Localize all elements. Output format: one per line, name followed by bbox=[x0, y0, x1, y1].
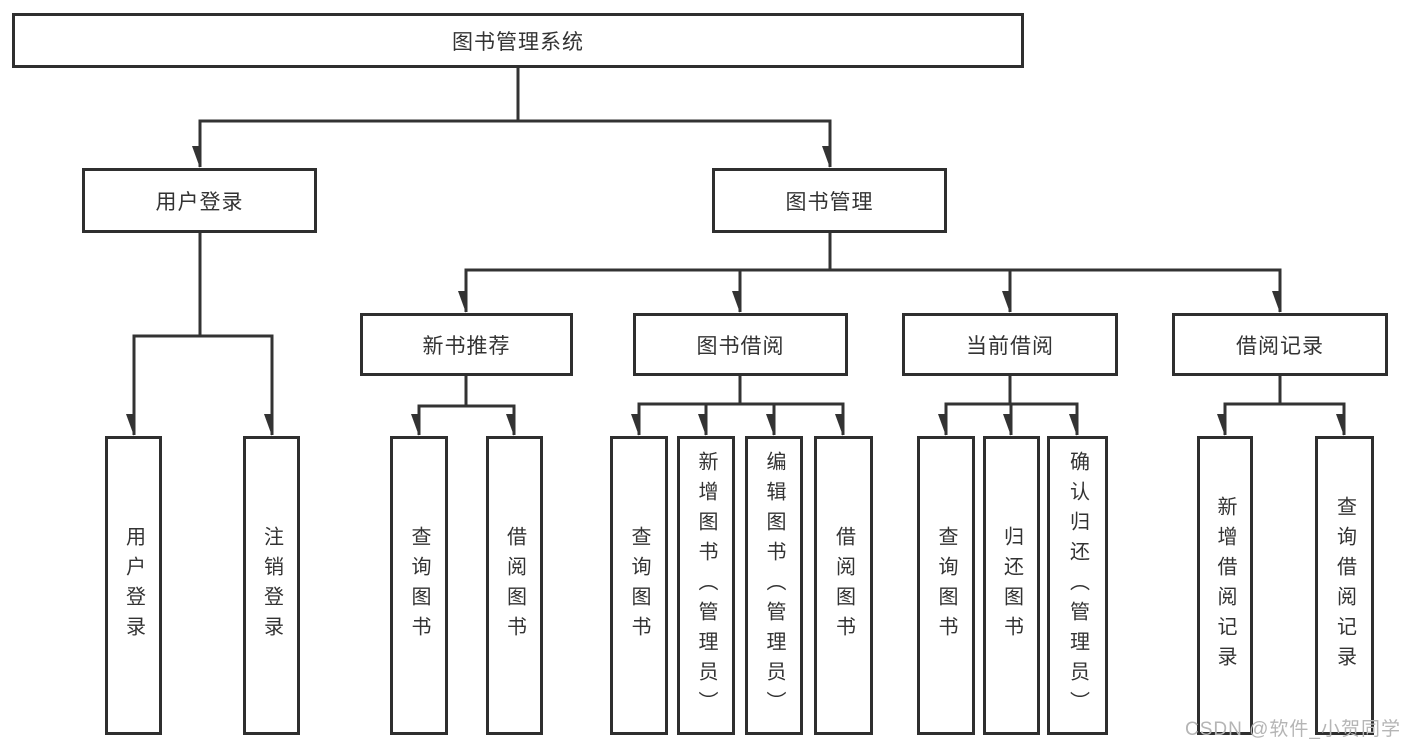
leaf-query-books-recommend: 查询图书 bbox=[390, 436, 448, 735]
leaf-query-books-current: 查询图书 bbox=[917, 436, 975, 735]
node-label: 图书管理系统 bbox=[452, 30, 584, 54]
leaf-edit-book-admin: 编辑图书（管理员） bbox=[745, 436, 803, 735]
node-user-login: 用户登录 bbox=[82, 168, 317, 233]
leaf-label: 查询图书 bbox=[408, 525, 430, 646]
leaf-return-book: 归还图书 bbox=[983, 436, 1040, 735]
leaf-label: 新增图书（管理员） bbox=[695, 450, 717, 721]
leaf-label: 查询图书 bbox=[935, 525, 957, 646]
node-label: 新书推荐 bbox=[422, 334, 511, 358]
node-current-borrowing: 当前借阅 bbox=[902, 313, 1118, 376]
node-label: 图书借阅 bbox=[696, 334, 785, 358]
node-label: 借阅记录 bbox=[1236, 334, 1324, 358]
node-borrow-records: 借阅记录 bbox=[1172, 313, 1388, 376]
node-new-book-recommend: 新书推荐 bbox=[360, 313, 573, 376]
leaf-add-borrow-record: 新增借阅记录 bbox=[1197, 436, 1253, 735]
leaf-label: 用户登录 bbox=[122, 525, 145, 646]
node-book-borrowing: 图书借阅 bbox=[633, 313, 848, 376]
leaf-logout: 注销登录 bbox=[243, 436, 300, 735]
leaf-confirm-return-admin: 确认归还（管理员） bbox=[1047, 436, 1108, 735]
node-book-management: 图书管理 bbox=[712, 168, 947, 233]
leaf-label: 新增借阅记录 bbox=[1214, 495, 1236, 676]
leaf-label: 确认归还（管理员） bbox=[1066, 450, 1089, 721]
leaf-label: 归还图书 bbox=[1000, 525, 1023, 646]
leaf-query-books-borrowing: 查询图书 bbox=[610, 436, 668, 735]
leaf-borrow-books-borrowing: 借阅图书 bbox=[814, 436, 873, 735]
leaf-label: 查询图书 bbox=[628, 525, 650, 646]
leaf-label: 注销登录 bbox=[260, 525, 283, 646]
leaf-borrow-books-recommend: 借阅图书 bbox=[486, 436, 543, 735]
node-library-system: 图书管理系统 bbox=[12, 13, 1024, 68]
node-label: 用户登录 bbox=[155, 190, 244, 214]
leaf-add-book-admin: 新增图书（管理员） bbox=[677, 436, 735, 735]
leaf-user-login: 用户登录 bbox=[105, 436, 162, 735]
node-label: 图书管理 bbox=[785, 190, 874, 214]
leaf-label: 借阅图书 bbox=[832, 525, 855, 646]
leaf-label: 借阅图书 bbox=[503, 525, 526, 646]
leaf-label: 编辑图书（管理员） bbox=[763, 450, 785, 721]
csdn-watermark: CSDN @软件_小贺同学 bbox=[1185, 719, 1401, 740]
leaf-label: 查询借阅记录 bbox=[1333, 495, 1356, 676]
node-label: 当前借阅 bbox=[966, 334, 1054, 358]
leaf-query-borrow-record: 查询借阅记录 bbox=[1315, 436, 1374, 735]
